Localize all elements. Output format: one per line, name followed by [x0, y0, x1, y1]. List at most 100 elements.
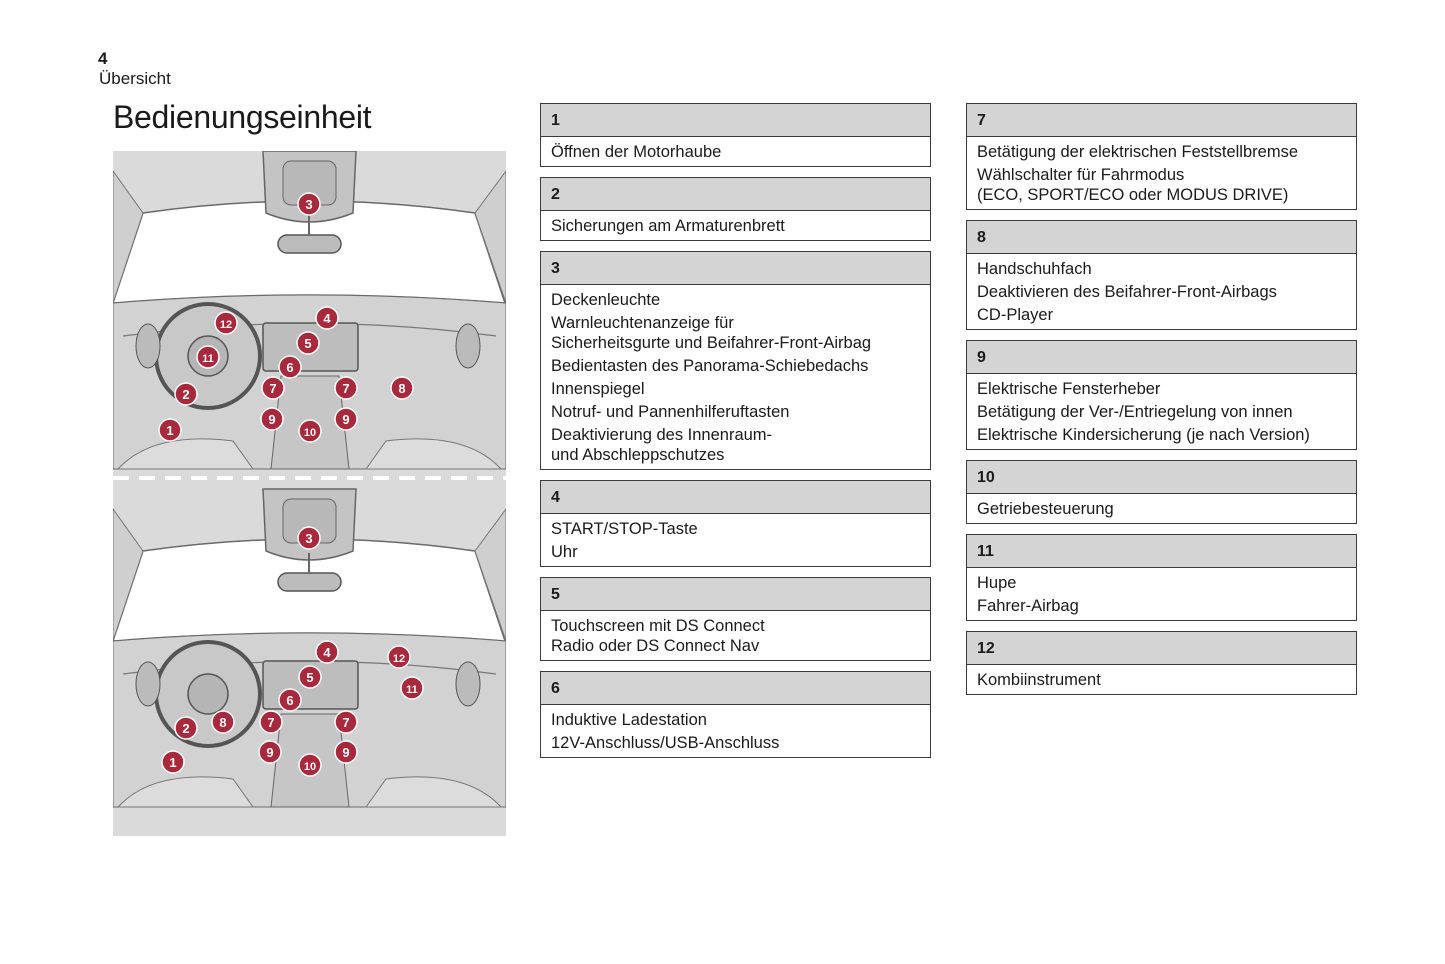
callout-marker [334, 710, 358, 734]
legend-line: Betätigung der elektrischen Feststellbre… [977, 143, 1298, 161]
legend-line: 12V-Anschluss/USB-Anschluss [551, 734, 780, 752]
legend-body: Sicherungen am Armaturenbrett [541, 211, 930, 240]
legend-number: 2 [541, 178, 930, 211]
callout-marker [296, 331, 320, 355]
legend-line: Kombiinstrument [977, 671, 1101, 689]
callout-marker [315, 640, 339, 664]
callout-number: 12 [220, 319, 232, 331]
legend-number: 10 [967, 461, 1356, 494]
legend-line: Wählschalter für Fahrmodus (ECO, SPORT/E… [977, 166, 1289, 204]
legend-body: Öffnen der Motorhaube [541, 137, 930, 166]
callout-number: 7 [342, 715, 349, 730]
legend-line: CD-Player [977, 306, 1054, 324]
page-number: 4 [98, 49, 108, 68]
callout-number: 2 [182, 387, 189, 402]
callout-marker [334, 407, 358, 431]
callout-marker [334, 376, 358, 400]
legend-body: Kombiinstrument [967, 665, 1356, 694]
legend-line: Uhr [551, 543, 578, 561]
legend-body: Getriebesteuerung [967, 494, 1356, 523]
legend-number: 4 [541, 481, 930, 514]
legend-line: Deckenleuchte [551, 291, 661, 309]
callout-marker [278, 688, 302, 712]
callout-marker [278, 355, 302, 379]
callout-number: 10 [304, 761, 316, 773]
legend-line: Deaktivierung des Innenraum- und Abschle… [551, 426, 773, 464]
callout-marker [315, 306, 339, 330]
callout-marker [400, 676, 424, 700]
legend-line: Sicherungen am Armaturenbrett [551, 217, 785, 235]
legend-line: START/STOP-Taste [551, 520, 698, 538]
callout-number: 9 [342, 745, 349, 760]
legend-number: 9 [967, 341, 1356, 374]
legend-number: 8 [967, 221, 1356, 254]
legend-line: Handschuhfach [977, 260, 1092, 278]
legend-number: 6 [541, 672, 930, 705]
legend-body: Betätigung der elektrischen Feststellbre… [967, 137, 1356, 209]
legend-number: 12 [967, 632, 1356, 665]
callout-marker [258, 740, 282, 764]
legend-line: Bedientasten des Panorama-Schiebedachs [551, 357, 869, 375]
callout-marker [196, 345, 220, 369]
legend-line: Notruf- und Pannenhilferuftasten [551, 403, 790, 421]
legend-number: 7 [967, 104, 1356, 137]
legend-number: 5 [541, 578, 930, 611]
legend-line: Elektrische Fensterheber [977, 380, 1161, 398]
callout-marker [260, 407, 284, 431]
callout-number: 7 [269, 381, 276, 396]
page-title: Bedienungseinheit [113, 99, 372, 135]
callout-number: 12 [393, 653, 405, 665]
callout-marker [211, 710, 235, 734]
legend-line: Getriebesteuerung [977, 500, 1114, 518]
callout-marker [298, 753, 322, 777]
callout-number: 9 [268, 412, 275, 427]
callout-marker [174, 382, 198, 406]
callout-number: 10 [304, 427, 316, 439]
callout-number: 8 [398, 381, 405, 396]
legend-line: Elektrische Kindersicherung (je nach Ver… [977, 426, 1310, 444]
callout-number: 5 [306, 670, 313, 685]
callout-marker [214, 311, 238, 335]
legend-number: 1 [541, 104, 930, 137]
callout-marker [158, 418, 182, 442]
legend-line: Deaktivieren des Beifahrer-Front-Airbags [977, 283, 1277, 301]
callout-number: 5 [304, 336, 311, 351]
callout-marker [298, 665, 322, 689]
callout-number: 8 [219, 715, 226, 730]
callout-number: 2 [182, 721, 189, 736]
callout-number: 3 [305, 531, 312, 546]
callout-number: 9 [266, 745, 273, 760]
callout-marker [259, 710, 283, 734]
callout-number: 4 [323, 645, 331, 660]
callout-marker [297, 526, 321, 550]
callout-number: 6 [286, 693, 293, 708]
callout-marker [387, 645, 411, 669]
callout-number: 4 [323, 311, 331, 326]
dashboard-left-hand-drive-drawing [113, 151, 506, 470]
callout-number: 11 [406, 684, 418, 696]
section-label: Übersicht [99, 69, 171, 88]
legend-number: 11 [967, 535, 1356, 568]
callout-number: 1 [166, 423, 173, 438]
legend-line: Warnleuchtenanzeige für Sicherheitsgurte… [551, 314, 872, 352]
